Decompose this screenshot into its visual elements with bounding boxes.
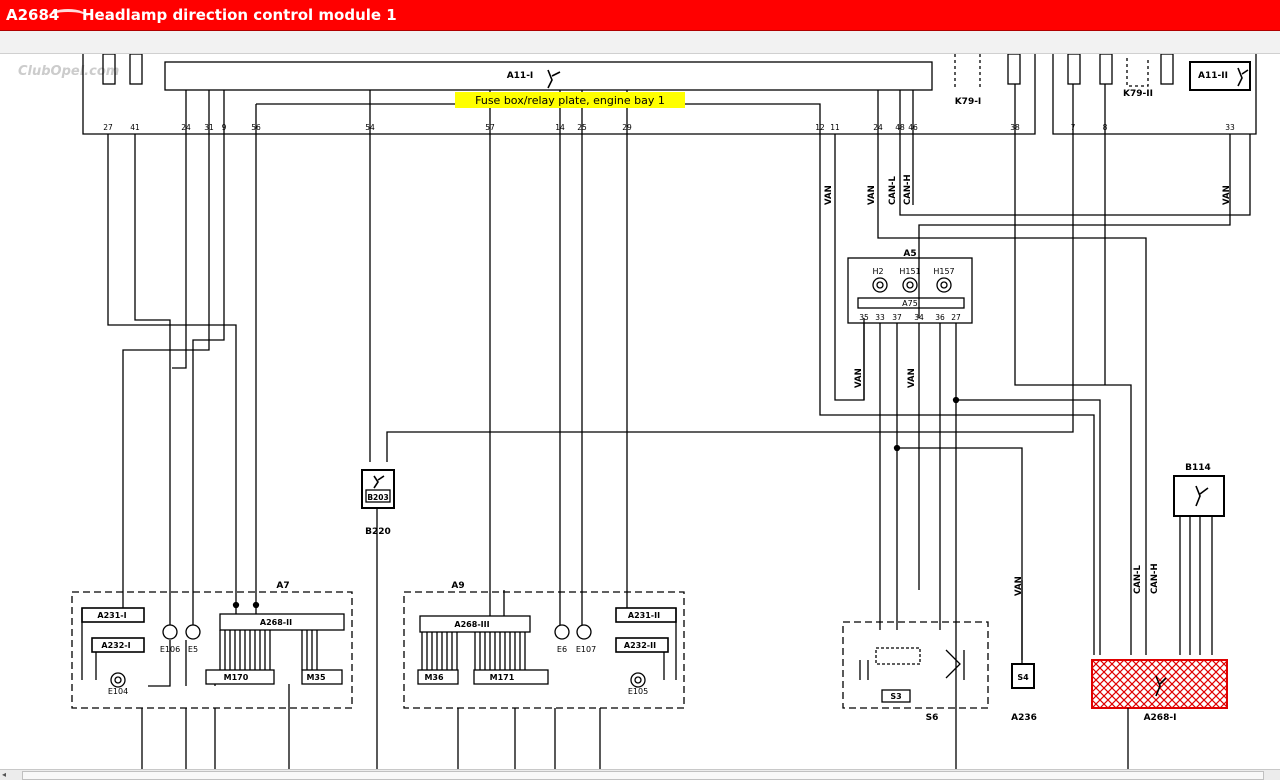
- h2-label: H2: [872, 267, 883, 276]
- pin-label: 31: [204, 123, 214, 132]
- a231-ii-label: A231-II: [628, 611, 660, 620]
- a5-pin-label: 33: [875, 313, 885, 322]
- e107-label: E107: [576, 645, 596, 654]
- title-code: A2684: [6, 6, 60, 24]
- pin-label: 46: [908, 123, 918, 132]
- pin-label: 29: [622, 123, 632, 132]
- can-l-label: CAN-L: [888, 176, 898, 205]
- a5-pin-label: 35: [859, 313, 869, 322]
- a5-pin-label: 34: [914, 313, 924, 322]
- a9-label: A9: [451, 581, 464, 591]
- can-l-label: CAN-L: [1133, 565, 1143, 594]
- page-title: Headlamp direction control module 1: [82, 6, 397, 24]
- pin-label: 38: [1010, 123, 1020, 132]
- pin-label: 33: [1225, 123, 1235, 132]
- van-label: VAN: [854, 368, 864, 388]
- a232-i-label: A232-I: [101, 641, 130, 650]
- e5-label: E5: [188, 645, 198, 654]
- clubopel-logo-icon: [48, 9, 88, 26]
- h157-label: H157: [933, 267, 954, 276]
- pin-label: 11: [830, 123, 840, 132]
- b220-label: B220: [365, 527, 391, 537]
- horizontal-scrollbar[interactable]: ◂: [0, 769, 1280, 780]
- a5-pin-label: 27: [951, 313, 961, 322]
- pin-label: 9: [222, 123, 227, 132]
- scroll-left-arrow-icon[interactable]: ◂: [2, 770, 7, 779]
- b203-label: B203: [367, 493, 388, 502]
- van-label: VAN: [1222, 185, 1232, 205]
- a236-label: A236: [1011, 713, 1037, 723]
- pin-label: 25: [577, 123, 587, 132]
- a268-i-label: A268-I: [1144, 713, 1177, 723]
- m171-label: M171: [490, 673, 515, 682]
- a11-ii-label: A11-II: [1198, 71, 1228, 81]
- van-label: VAN: [824, 185, 834, 205]
- title-bar: A2684 Headlamp direction control module …: [0, 0, 1280, 31]
- can-h-label: CAN-H: [903, 174, 913, 205]
- a11-i-label: A11-I: [507, 71, 534, 81]
- wiring-diagram: A11-I A11-II K79-I K79-II A5 A75 H2 H151…: [71, 54, 1257, 769]
- van-label: VAN: [907, 368, 917, 388]
- watermark: ClubOpel.com: [18, 64, 120, 79]
- fuse-box-label-bg: [455, 92, 685, 108]
- e106-label: E106: [160, 645, 180, 654]
- a75-label: A75: [902, 299, 918, 308]
- pin-label: 56: [251, 123, 261, 132]
- a268-iii-label: A268-III: [454, 620, 489, 629]
- fuse-box-label: Fuse box/relay plate, engine bay 1: [475, 94, 665, 107]
- pin-label: 54: [365, 123, 375, 132]
- m35-label: M35: [306, 673, 326, 682]
- a11-i-box: [164, 61, 933, 91]
- pin-label: 24: [873, 123, 883, 132]
- pin-label: 7: [1071, 123, 1076, 132]
- can-h-label: CAN-H: [1150, 563, 1160, 594]
- e6-label: E6: [557, 645, 567, 654]
- pin-label: 12: [815, 123, 825, 132]
- pin-label: 8: [1103, 123, 1108, 132]
- a5-label: A5: [903, 249, 916, 259]
- k79-i-label: K79-I: [955, 97, 982, 107]
- pin-label: 27: [103, 123, 113, 132]
- m170-label: M170: [224, 673, 249, 682]
- s4-label: S4: [1017, 673, 1029, 682]
- a5-box: [847, 257, 973, 324]
- h151-label: H151: [899, 267, 920, 276]
- k79-ii-label: K79-II: [1123, 89, 1153, 99]
- b114-label: B114: [1185, 463, 1211, 473]
- pin-label: 41: [130, 123, 140, 132]
- e105-label: E105: [628, 687, 648, 696]
- a5-pin-label: 36: [935, 313, 945, 322]
- van-label: VAN: [867, 185, 877, 205]
- a7-label: A7: [276, 581, 289, 591]
- pin-label: 57: [485, 123, 495, 132]
- a232-ii-label: A232-II: [624, 641, 656, 650]
- pin-label: 48: [895, 123, 905, 132]
- s3-label: S3: [890, 692, 901, 701]
- pin-label: 24: [181, 123, 191, 132]
- s6-label: S6: [926, 713, 939, 723]
- a5-pin-label: 37: [892, 313, 902, 322]
- a268-ii-label: A268-II: [260, 618, 292, 627]
- van-label: VAN: [1014, 576, 1024, 596]
- e104-label: E104: [108, 687, 128, 696]
- m36-label: M36: [424, 673, 444, 682]
- a231-i-label: A231-I: [97, 611, 126, 620]
- pin-label: 14: [555, 123, 565, 132]
- toolbar-strip: ClubOpel.com: [0, 31, 1280, 79]
